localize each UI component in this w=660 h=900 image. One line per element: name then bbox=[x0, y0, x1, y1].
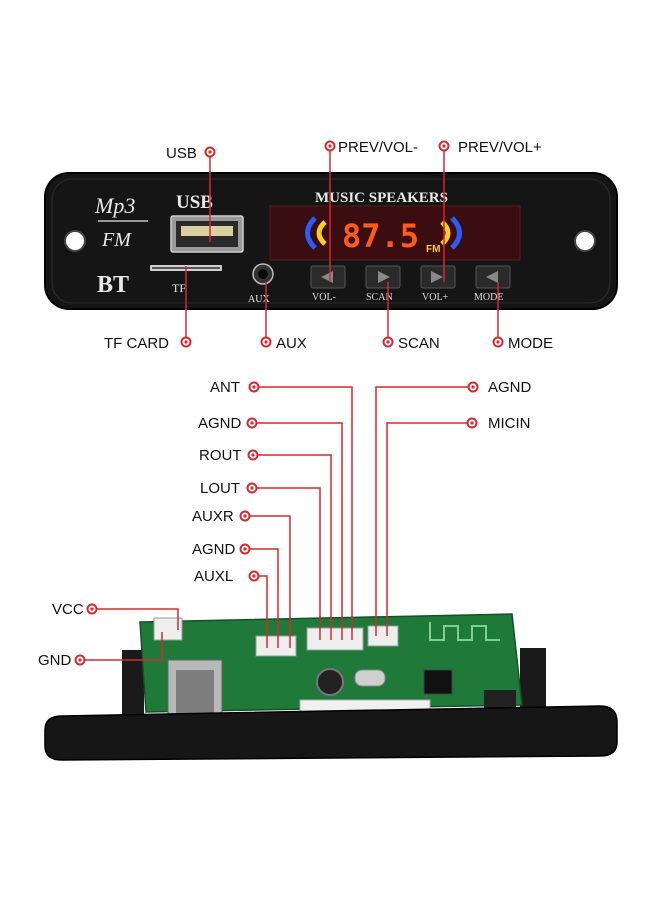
mount-hole-left bbox=[64, 230, 86, 252]
capacitor bbox=[316, 668, 344, 696]
aux-jack[interactable] bbox=[252, 263, 274, 285]
connector-mic[interactable] bbox=[367, 625, 399, 647]
callout-rout: ROUT bbox=[199, 447, 242, 464]
connector-outputs[interactable] bbox=[306, 627, 364, 651]
logo-mp3: Mp3 bbox=[94, 193, 135, 218]
display-title: MUSIC SPEAKERS bbox=[315, 190, 448, 206]
connector-vcc-gnd[interactable] bbox=[153, 617, 183, 641]
front-panel: Mp3 FM BT USB TF AUX MUSIC SPEAKERS bbox=[44, 172, 618, 310]
button-label-mode: MODE bbox=[474, 292, 503, 303]
logo-fm: FM bbox=[101, 229, 132, 251]
button-vol-minus[interactable] bbox=[310, 265, 346, 289]
callout-auxr: AUXR bbox=[192, 508, 234, 525]
main-chip bbox=[423, 669, 453, 695]
connector-aux-in[interactable] bbox=[255, 635, 297, 657]
rear-module bbox=[44, 613, 618, 761]
usb-panel-label: USB bbox=[176, 192, 213, 213]
display-frequency: 87.5 bbox=[342, 217, 419, 255]
tf-panel-label: TF bbox=[172, 281, 186, 295]
callout-mode: MODE bbox=[508, 335, 553, 352]
callout-vcc: VCC bbox=[52, 601, 84, 618]
callout-micin: MICIN bbox=[488, 415, 531, 432]
top-callout-dots bbox=[180, 140, 504, 348]
button-scan[interactable] bbox=[365, 265, 401, 289]
top-callouts bbox=[185, 146, 499, 342]
callout-agnd-right: AGND bbox=[488, 379, 532, 396]
callout-aux: AUX bbox=[276, 335, 307, 352]
button-mode[interactable] bbox=[475, 265, 511, 289]
callout-usb: USB bbox=[166, 145, 197, 162]
callout-agnd-1: AGND bbox=[198, 415, 242, 432]
bottom-callout-lines bbox=[80, 386, 473, 661]
callout-auxl: AUXL bbox=[194, 568, 233, 585]
button-label-vol-plus: VOL+ bbox=[422, 292, 449, 303]
bt-label: BT bbox=[97, 272, 129, 298]
led-display: 87.5 FM bbox=[269, 205, 521, 261]
mount-hole-right bbox=[574, 230, 596, 252]
display-unit: FM bbox=[426, 244, 440, 255]
callout-lout: LOUT bbox=[200, 480, 240, 497]
callout-agnd-2: AGND bbox=[192, 541, 236, 558]
crystal bbox=[354, 669, 386, 687]
callout-prev-vol-minus: PREV/VOL- bbox=[338, 139, 418, 156]
callout-scan: SCAN bbox=[398, 335, 440, 352]
button-label-vol-minus: VOL- bbox=[312, 292, 336, 303]
callout-tf-card: TF CARD bbox=[104, 335, 169, 352]
button-label-scan: SCAN bbox=[366, 292, 393, 303]
button-vol-plus[interactable] bbox=[420, 265, 456, 289]
bottom-callout-dots bbox=[74, 381, 479, 666]
aux-panel-label: AUX bbox=[248, 294, 270, 305]
callout-gnd: GND bbox=[38, 652, 72, 669]
usb-port[interactable] bbox=[170, 215, 244, 253]
bluetooth-antenna bbox=[429, 622, 500, 641]
callout-ant: ANT bbox=[210, 379, 240, 396]
callout-prev-vol-plus: PREV/VOL+ bbox=[458, 139, 542, 156]
